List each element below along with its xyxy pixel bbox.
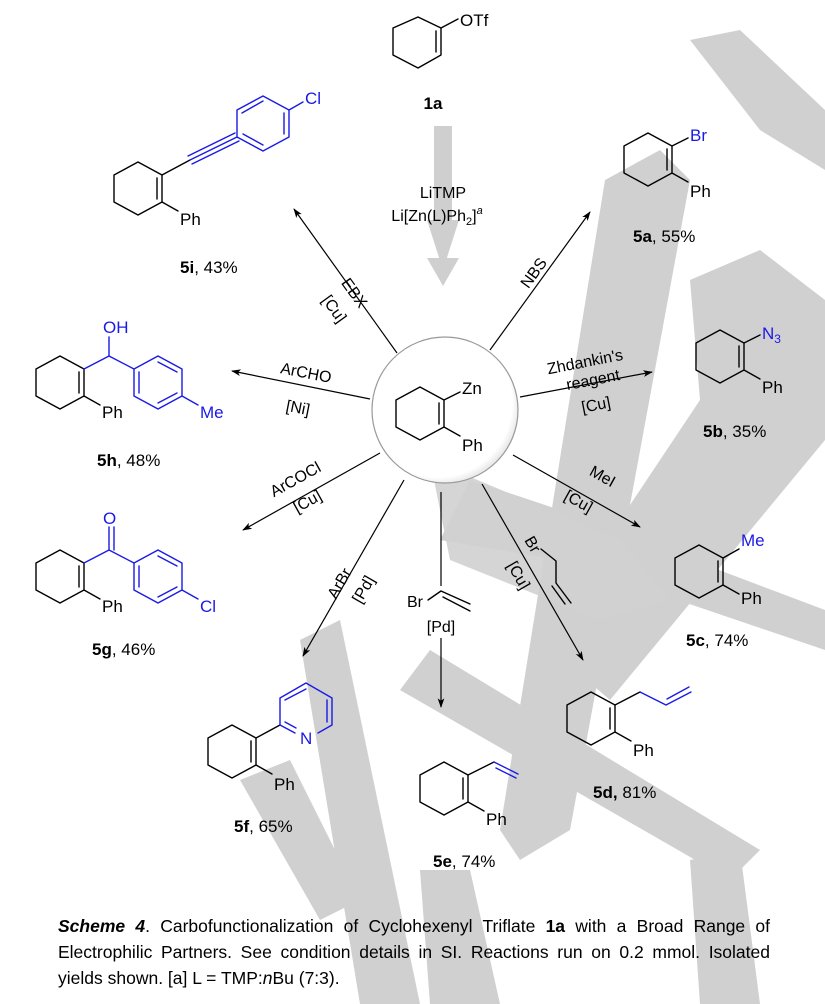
svg-text:Ph: Ph (486, 810, 507, 829)
catalyst-5i: [Cu] (318, 292, 349, 326)
main-arrow (427, 126, 459, 286)
svg-text:Ph: Ph (762, 378, 783, 397)
intermediate-zinc: Zn Ph (371, 336, 519, 484)
svg-text:N: N (300, 729, 312, 748)
svg-text:Ph: Ph (102, 403, 123, 422)
zincate-label: Li[Zn(L)Ph2]a (391, 205, 482, 228)
yield-5b: 5b, 35% (703, 422, 766, 441)
catalyst-5g: [Cu] (291, 488, 325, 517)
arrow-to-5a (489, 211, 591, 351)
product-5a: Br Ph 5a, 55% (623, 126, 711, 246)
product-5e: Ph 5e, 74% (419, 761, 519, 871)
scheme-label: Scheme 4 (58, 916, 146, 936)
arrow-to-5i (293, 208, 398, 354)
reagent-5h: ArCHO (279, 360, 333, 387)
catalyst-5h: [Ni] (284, 398, 311, 419)
arrow-to-5g (242, 452, 381, 531)
svg-text:OH: OH (103, 318, 129, 337)
scheme-caption: Scheme 4. Carbofunctionalization of Cycl… (58, 916, 771, 988)
yield-5a: 5a, 55% (633, 227, 695, 246)
arrow-to-5c (512, 454, 641, 528)
yield-5c: 5c, 74% (686, 631, 748, 650)
arrow-to-5d (481, 483, 584, 661)
yield-5i: 5i, 43% (180, 258, 238, 277)
product-5h: OH Ph Me 5h, 48% (35, 318, 224, 470)
central-reagents: LiTMP Li[Zn(L)Ph2]a (391, 185, 482, 228)
catalyst-5e: [Pd] (427, 619, 455, 636)
product-5c: Me Ph 5c, 74% (674, 531, 765, 650)
svg-text:Br: Br (690, 126, 707, 145)
arrow-to-5b (519, 370, 653, 398)
yield-5e: 5e, 74% (433, 852, 495, 871)
reaction-arrows (231, 208, 653, 708)
ph-label: Ph (462, 436, 483, 455)
yield-5d: 5d, 81% (593, 783, 656, 802)
compound-label-1a: 1a (424, 94, 443, 113)
product-5g: O Ph Cl 5g, 46% (35, 509, 216, 659)
yield-5f: 5f, 65% (234, 817, 293, 836)
svg-text:Ph: Ph (741, 589, 762, 608)
product-5i: Cl Ph 5i, 43% (113, 89, 321, 277)
svg-text:Ph: Ph (102, 597, 123, 616)
product-5b: N3 Ph 5b, 35% (695, 324, 783, 441)
litmp-label: LiTMP (420, 185, 466, 202)
arrow-to-5f (302, 479, 405, 657)
product-5d: Ph 5d, 81% (566, 686, 692, 802)
yield-5g: 5g, 46% (92, 640, 155, 659)
svg-text:Ph: Ph (633, 741, 654, 760)
svg-text:N3: N3 (762, 324, 781, 346)
svg-text:Me: Me (200, 403, 224, 422)
product-5f: N Ph 5f, 65% (207, 682, 333, 836)
watermark (240, 30, 825, 1004)
catalyst-5b: [Cu] (580, 394, 612, 416)
caption-compound: 1a (545, 916, 566, 936)
zn-label: Zn (462, 379, 482, 398)
svg-text:Ph: Ph (180, 210, 201, 229)
starting-material-1a: OTf 1a (392, 11, 489, 113)
svg-text:Me: Me (741, 531, 765, 550)
svg-text:O: O (103, 509, 116, 528)
svg-text:Br: Br (407, 594, 424, 611)
catalyst-5f: [Pd] (350, 573, 379, 606)
otf-label: OTf (460, 11, 489, 30)
svg-text:Ph: Ph (274, 775, 295, 794)
arrow-to-5h (231, 369, 371, 400)
svg-text:Ph: Ph (690, 182, 711, 201)
svg-text:Cl: Cl (305, 89, 321, 108)
reagent-5e-vinyl-bromide: Br (407, 590, 471, 612)
svg-text:Cl: Cl (200, 597, 216, 616)
yield-5h: 5h, 48% (97, 451, 160, 470)
